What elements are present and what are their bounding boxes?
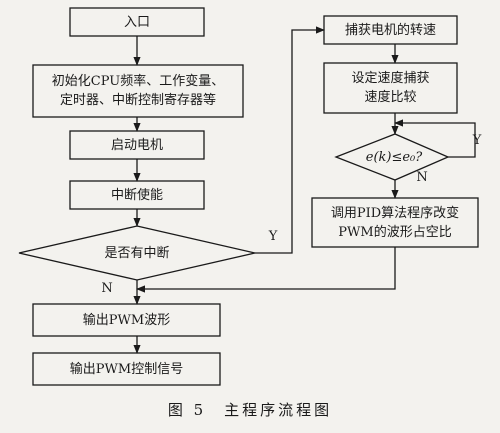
- init-label: 初始化CPU频率、工作变量、 定时器、中断控制寄存器等: [33, 65, 243, 117]
- figure-number: 图 5: [167, 400, 207, 419]
- box-output-pwm: [32, 303, 221, 337]
- set-compare-label: 设定速度捕获 速度比较: [324, 63, 457, 113]
- has-irq-label: 是否有中断: [104, 245, 170, 261]
- capture-speed-label: 捕获电机的转速: [344, 22, 436, 38]
- output-signal-label: 输出PWM控制信号: [69, 361, 184, 377]
- init-label-line2: 定时器、中断控制寄存器等: [59, 93, 216, 108]
- box-set-compare: [323, 62, 458, 114]
- box-output-signal: [32, 352, 221, 386]
- pid-label-line2: PWM的波形占空比: [338, 224, 452, 240]
- yes-label-main: Y: [268, 228, 278, 244]
- set-compare-line2: 速度比较: [364, 90, 417, 105]
- set-compare-line1: 设定速度捕获: [351, 71, 430, 86]
- yes-label-cond: Y: [472, 132, 482, 148]
- figure-title: 主程序流程图: [224, 400, 333, 419]
- no-label-cond: N: [416, 169, 428, 185]
- pid-label-line1: 调用PID算法程序改变: [330, 205, 460, 221]
- condition-label: e(k)≤e₀?: [365, 149, 423, 165]
- output-pwm-label: 输出PWM波形: [82, 312, 171, 328]
- start-motor-label: 启动电机: [110, 137, 163, 153]
- pid-label: 调用PID算法程序改变 PWM的波形占空比: [312, 198, 478, 247]
- figure-caption: 图 5 主程序流程图: [130, 398, 370, 422]
- init-label-line1: 初始化CPU频率、工作变量、: [51, 74, 225, 89]
- no-label-main: N: [101, 280, 113, 296]
- irq-enable-label: 中断使能: [110, 187, 163, 203]
- entry-label: 入口: [123, 14, 150, 30]
